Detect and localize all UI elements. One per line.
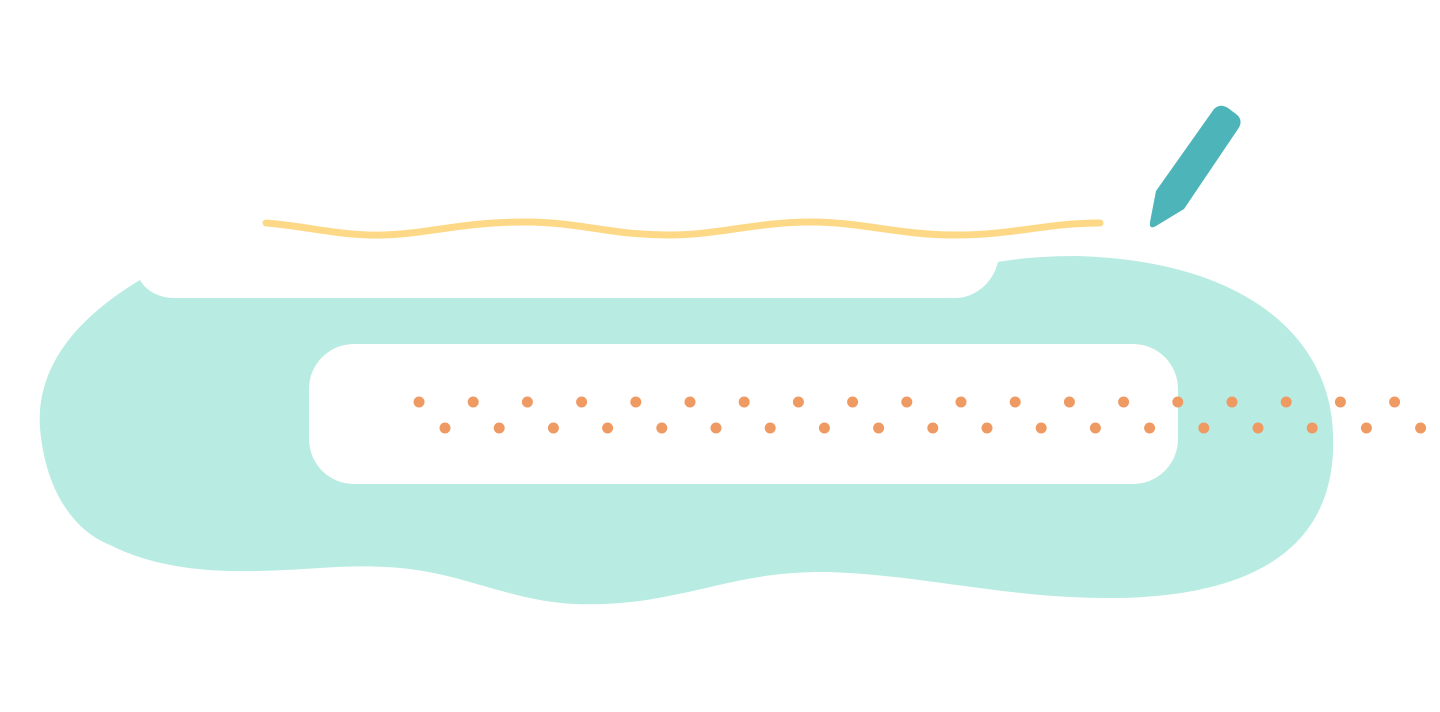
dot <box>1089 422 1101 434</box>
dot <box>738 396 750 408</box>
dots-pattern <box>413 396 1427 434</box>
dot <box>1360 422 1372 434</box>
dot <box>1198 422 1210 434</box>
dot <box>873 422 885 434</box>
dot <box>901 396 913 408</box>
inner-panel <box>309 344 1178 484</box>
dot <box>602 422 614 434</box>
dot <box>630 396 642 408</box>
dot <box>1252 422 1264 434</box>
dot <box>1144 422 1156 434</box>
dot <box>818 422 830 434</box>
dot <box>1334 396 1346 408</box>
pencil-icon <box>1149 105 1241 228</box>
dot <box>1415 422 1427 434</box>
dot <box>764 422 776 434</box>
dot <box>493 422 505 434</box>
dot <box>1306 422 1318 434</box>
wavy-line <box>262 218 1104 239</box>
dot <box>1063 396 1075 408</box>
dot <box>1172 396 1184 408</box>
dot <box>413 396 425 408</box>
dot <box>1009 396 1021 408</box>
dot <box>1118 396 1130 408</box>
dot <box>1280 396 1292 408</box>
dot <box>927 422 939 434</box>
dot <box>1035 422 1047 434</box>
dot <box>847 396 859 408</box>
dot <box>710 422 722 434</box>
dot <box>467 396 479 408</box>
dot <box>1226 396 1238 408</box>
dot <box>547 422 559 434</box>
dot <box>981 422 993 434</box>
dot <box>1389 396 1401 408</box>
dot <box>792 396 804 408</box>
dot <box>955 396 967 408</box>
dot <box>576 396 588 408</box>
dot <box>521 396 533 408</box>
dot <box>684 396 696 408</box>
dot <box>656 422 668 434</box>
dot <box>439 422 451 434</box>
